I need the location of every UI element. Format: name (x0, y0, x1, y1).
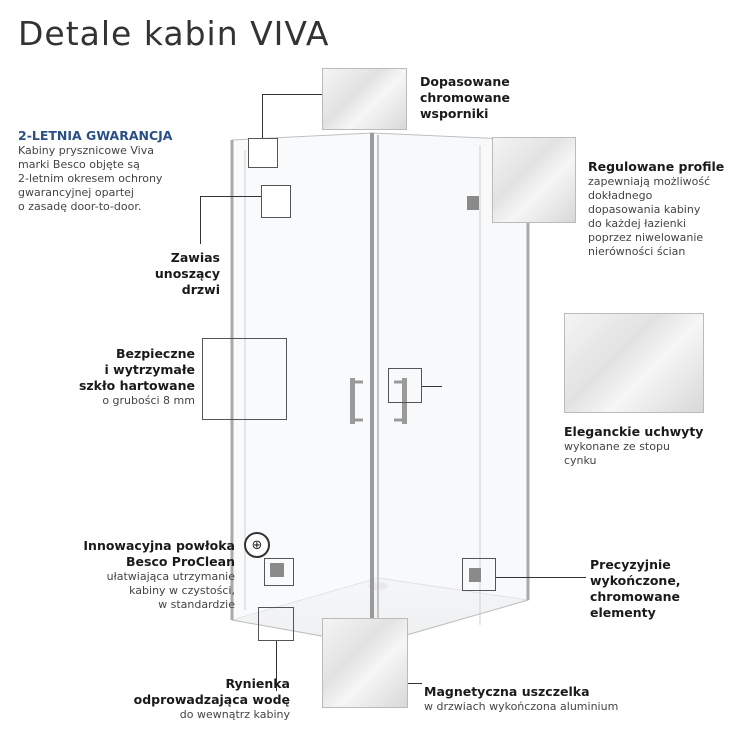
glass-highlight-box (202, 338, 287, 420)
callout-title: chromowane (420, 90, 511, 105)
connector-line (200, 196, 261, 197)
callout-sub: nierówności ścian (588, 245, 686, 258)
callout-sub: w standardzie (158, 598, 235, 611)
callout-channel: Rynienka odprowadzająca wodę do wewnątrz… (100, 676, 290, 722)
callout-handles: Eleganckie uchwyty wykonane ze stopu cyn… (564, 424, 739, 468)
callout-title: Regulowane profile (588, 159, 725, 174)
handle-right-bar (402, 378, 407, 424)
connector-line (262, 94, 322, 95)
hinge-top-right (467, 196, 479, 210)
hinge-bottom-right (469, 568, 481, 582)
callout-sub: wykonane ze stopu (564, 440, 670, 453)
callout-sub: zapewniają możliwość (588, 175, 711, 188)
callout-brackets: Dopasowane chromowane wsporniki (420, 74, 510, 122)
guarantee-line: marki Besco objęte są (18, 158, 140, 171)
callout-seal: Magnetyczna uszczelka w drzwiach wykończ… (424, 684, 734, 714)
callout-coating: Innowacyjna powłoka Besco ProClean ułatw… (30, 538, 235, 612)
callout-sub: do każdej łazienki (588, 217, 687, 230)
finish-highlight-box (462, 558, 496, 591)
callout-title: szkło hartowane (78, 378, 195, 393)
connector-line (262, 94, 263, 138)
callout-title: Innowacyjna powłoka (83, 538, 235, 553)
connector-line (408, 683, 422, 684)
channel-highlight-box (258, 607, 294, 641)
connector-line (496, 577, 586, 578)
callout-title: wykończone, (590, 573, 681, 588)
callout-sub: cynku (564, 454, 597, 467)
handle-highlight-box (388, 368, 422, 403)
connector-line (200, 196, 201, 244)
callout-finish: Precyzyjnie wykończone, chromowane eleme… (590, 557, 730, 621)
guarantee-line: 2-letnim okresem ochrony (18, 172, 163, 185)
callout-title: odprowadzająca wodę (133, 692, 290, 707)
callout-title: Magnetyczna uszczelka (424, 684, 590, 699)
coating-highlight-box (264, 558, 294, 586)
callout-title: Bezpieczne (115, 346, 195, 361)
callout-sub: ułatwiająca utrzymanie (106, 570, 235, 583)
callout-title: unoszący (154, 266, 220, 281)
callout-profiles: Regulowane profile zapewniają możliwość … (588, 159, 738, 259)
brackets-detail-photo (322, 68, 407, 130)
callout-title: chromowane (590, 589, 681, 604)
callout-title: Dopasowane (420, 74, 510, 89)
callout-sub: do wewnątrz kabiny (179, 708, 290, 721)
guarantee-block: 2-LETNIA GWARANCJA Kabiny prysznicowe Vi… (18, 128, 218, 214)
callout-sub: poprzez niwelowanie (588, 231, 704, 244)
callout-title: Zawias (170, 250, 220, 265)
callout-sub: dokładnego (588, 189, 653, 202)
seal-detail-photo (322, 618, 408, 708)
callout-sub: dopasowania kabiny (588, 203, 701, 216)
hinge-highlight-box (261, 185, 291, 218)
callout-title: Precyzyjnie (590, 557, 671, 572)
guarantee-heading: 2-LETNIA GWARANCJA (18, 128, 173, 143)
callout-sub: w drzwiach wykończona aluminium (424, 700, 619, 713)
guarantee-line: gwarancyjnej opartej (18, 186, 134, 199)
connector-line (422, 386, 442, 387)
callout-title: Eleganckie uchwyty (564, 424, 704, 439)
callout-title: drzwi (181, 282, 220, 297)
callout-glass: Bezpieczne i wytrzymałe szkło hartowane … (40, 346, 195, 408)
connector-line (276, 641, 277, 691)
callout-title: elementy (590, 605, 656, 620)
callout-title: i wytrzymałe (104, 362, 195, 377)
hinge-bottom-left (270, 563, 284, 577)
callout-sub: kabiny w czystości, (129, 584, 235, 597)
guarantee-line: Kabiny prysznicowe Viva (18, 144, 154, 157)
callout-title: Rynienka (225, 676, 290, 691)
page-title: Detale kabin VIVA (18, 14, 330, 53)
callout-title: wsporniki (420, 106, 489, 121)
magnifier-icon: ⊕ (244, 532, 270, 558)
handle-left-bar (350, 378, 355, 424)
handles-detail-photo (564, 313, 704, 413)
bracket-highlight-box (248, 138, 278, 168)
callout-sub: o grubości 8 mm (102, 394, 195, 407)
callout-title: Besco ProClean (126, 554, 235, 569)
profiles-detail-photo (492, 137, 576, 223)
callout-hinge: Zawias unoszący drzwi (100, 250, 220, 298)
guarantee-line: o zasadę door-to-door. (18, 200, 142, 213)
